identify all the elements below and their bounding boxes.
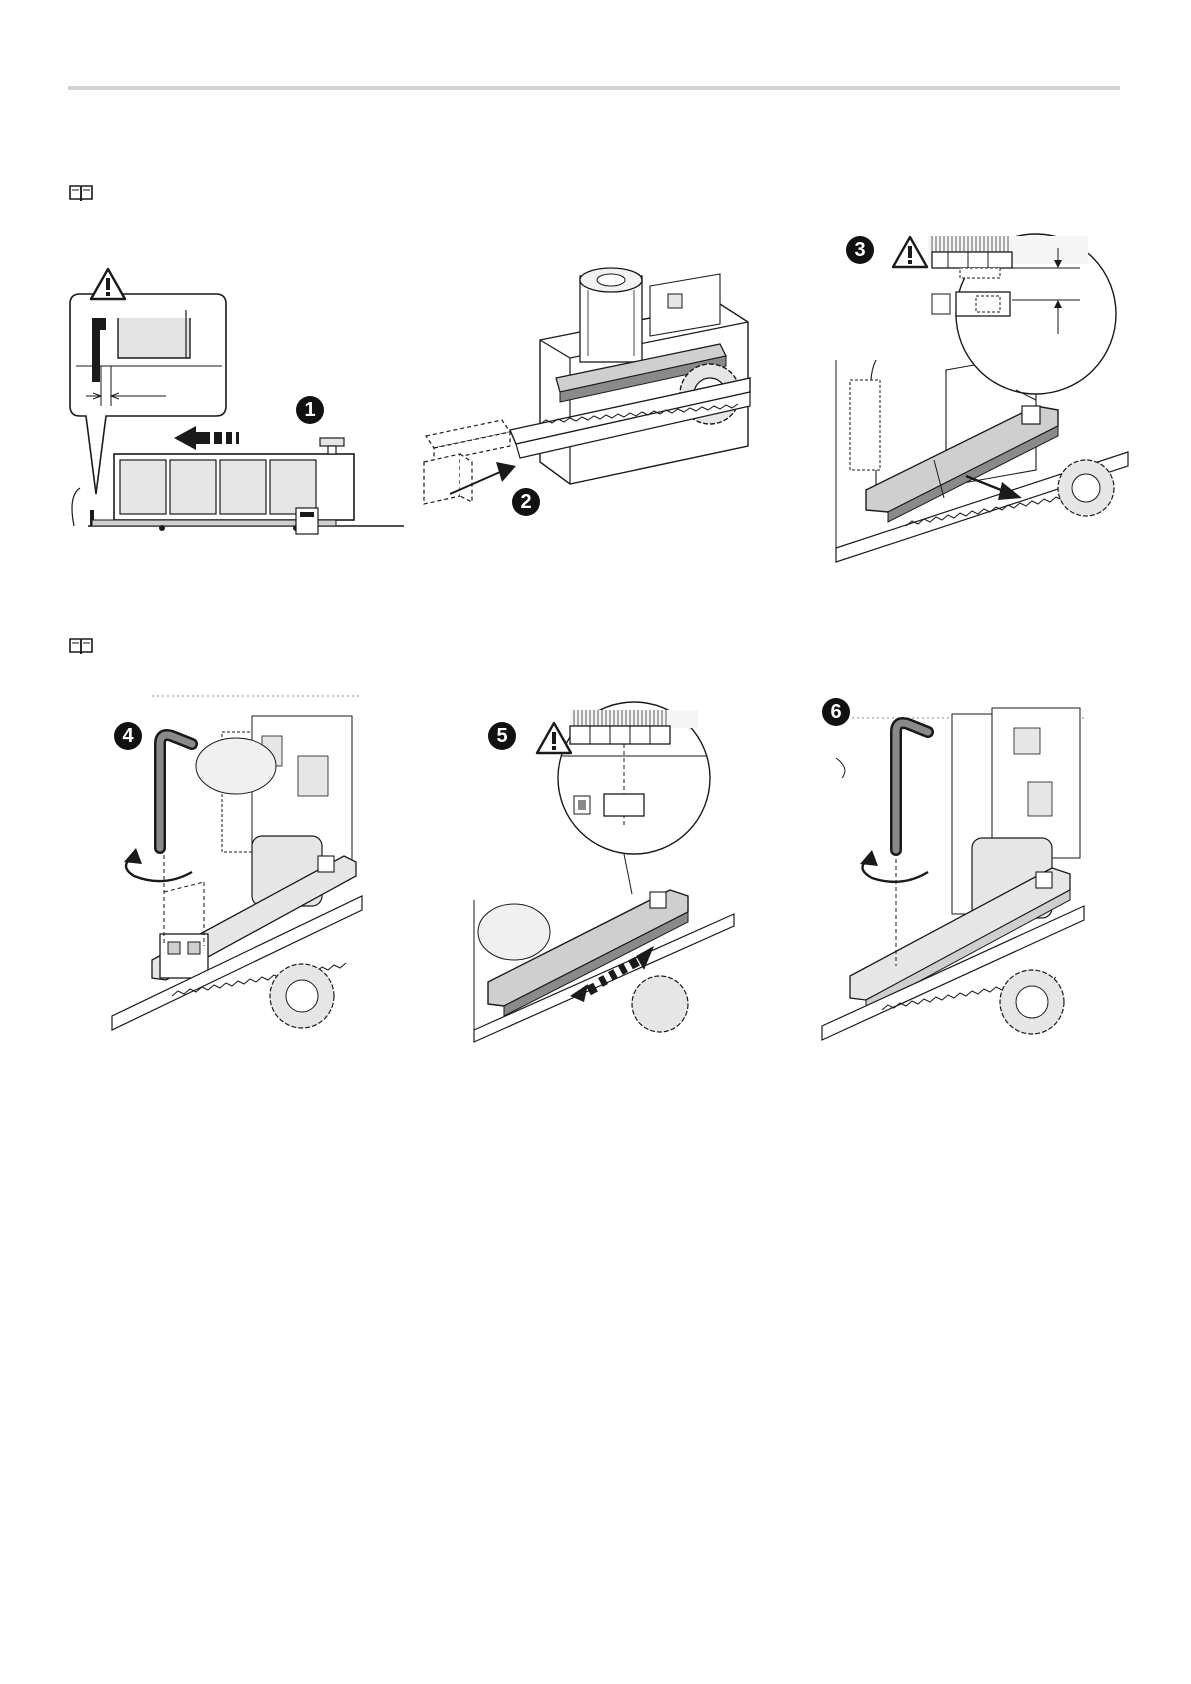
step-badge-4: 4 xyxy=(114,722,142,750)
arrow-left-icon xyxy=(174,426,239,450)
warning-icon xyxy=(88,266,128,302)
hex-key-icon xyxy=(160,735,192,848)
step-badge-6: 6 xyxy=(822,698,850,726)
hex-key-icon xyxy=(896,723,928,850)
book-icon xyxy=(68,183,94,203)
figure-1: 1 xyxy=(66,266,406,536)
figure-5: 5 xyxy=(474,700,734,1042)
step-badge-3: 3 xyxy=(846,236,874,264)
figure-6: 6 xyxy=(822,698,1084,1042)
step-badge-5: 5 xyxy=(488,722,516,750)
figure-2: 2 xyxy=(420,266,765,536)
step-badge-2: 2 xyxy=(512,488,540,516)
warning-icon xyxy=(890,234,930,270)
warning-icon xyxy=(534,720,574,756)
header-rule xyxy=(68,86,1120,90)
figure-4: 4 xyxy=(112,696,362,1042)
step-badge-1: 1 xyxy=(296,396,324,424)
book-icon xyxy=(68,636,94,656)
figure-3: 3 xyxy=(836,230,1131,570)
